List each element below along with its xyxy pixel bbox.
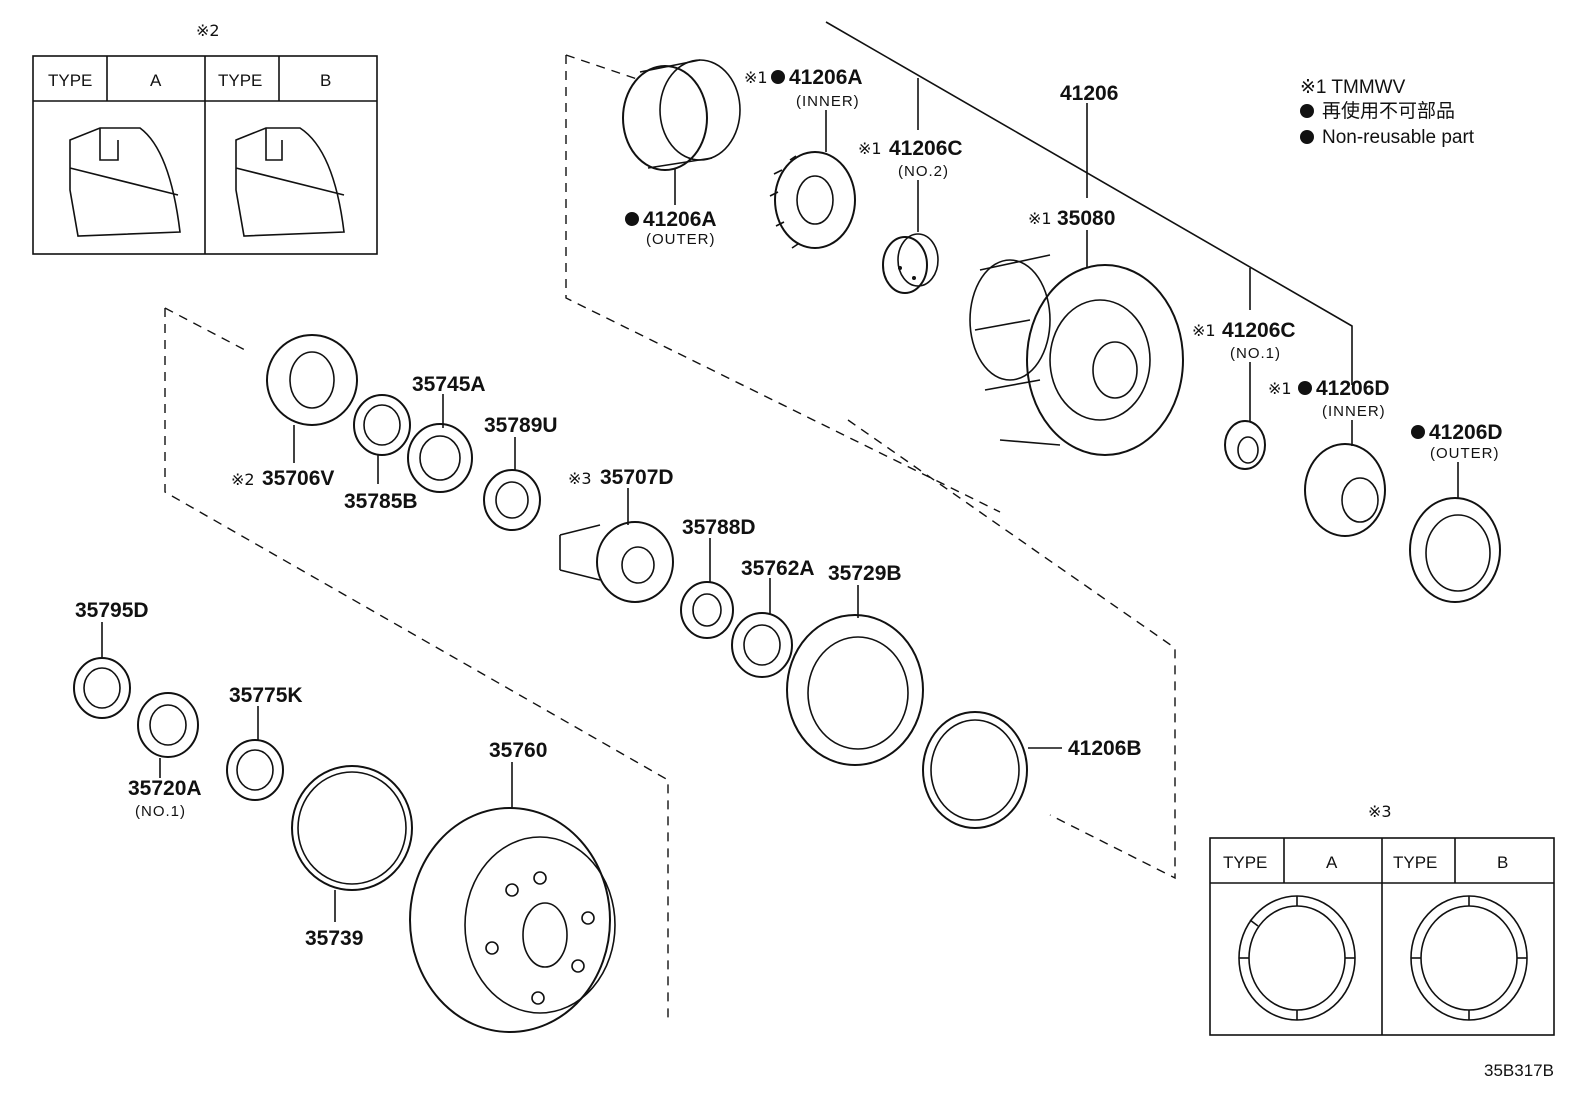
tooth-type-b-illustration (235, 127, 345, 237)
label-41206a-inner-sub: (INNER) (796, 93, 860, 110)
label-41206c-no2-prefix: ※1 (858, 139, 882, 158)
tooth-type-a-illustration (69, 127, 181, 237)
label-35707d-prefix: ※3 (568, 469, 592, 488)
label-41206a-inner-prefix: ※1 (744, 68, 768, 87)
label-35785b: 35785B (344, 490, 418, 513)
gear-35706v (266, 334, 358, 426)
label-35795d: 35795D (75, 599, 149, 622)
label-41206a-outer: 41206A (643, 208, 717, 231)
part-labels: 41206A (OUTER) ※1 41206A (INNER) ※1 4120… (75, 66, 1503, 950)
label-35720a-sub: (NO.1) (135, 803, 186, 820)
assembly-outlines (164, 21, 1353, 1020)
label-41206d-inner-prefix: ※1 (1268, 379, 1292, 398)
table2-type-a-header: TYPE (48, 71, 92, 90)
label-41206d-inner-sub: (INNER) (1322, 403, 1386, 420)
label-35706v: 35706V (262, 467, 334, 490)
label-35775k: 35775K (229, 684, 303, 707)
bearing-outer-race-41206d (1409, 497, 1501, 603)
table2-type-b-header: TYPE (218, 71, 262, 90)
leader-lines (101, 103, 1459, 922)
legend-note-1: ※1 TMMWV (1300, 77, 1406, 98)
washer-35789u (483, 469, 541, 531)
legend-nonreusable-en: Non-reusable part (1322, 127, 1475, 148)
needle-bearing-35762a (731, 612, 793, 678)
bearing-inner-cone-41206a (769, 151, 856, 249)
needle-bearing-35745a (407, 423, 473, 493)
type-table-2: ※2 TYPE A TYPE B (32, 21, 378, 255)
table3-type-b-value: B (1497, 853, 1508, 872)
label-41206a-outer-sub: (OUTER) (646, 231, 716, 248)
label-35080: 35080 (1057, 207, 1115, 230)
label-35788d: 35788D (682, 516, 756, 539)
label-41206c-no1-sub: (NO.1) (1230, 345, 1281, 362)
needle-bearing-35720a (137, 692, 199, 758)
spacer-41206c-no2 (882, 233, 939, 294)
table2-mark: ※2 (196, 21, 220, 40)
label-35720a: 35720A (128, 777, 202, 800)
gear-shaft-35707d (559, 521, 674, 603)
label-35729b: 35729B (828, 562, 902, 585)
table3-mark: ※3 (1368, 802, 1392, 821)
table2-type-b-value: B (320, 71, 331, 90)
legend: ※1 TMMWV 再使用不可部品 Non-reusable part (1300, 77, 1475, 148)
ring-gear-35729b (786, 614, 924, 766)
figure-code: 35B317B (1484, 1061, 1554, 1080)
label-41206d-outer-sub: (OUTER) (1430, 445, 1500, 462)
label-35706v-prefix: ※2 (231, 470, 255, 489)
label-35080-prefix: ※1 (1028, 209, 1052, 228)
label-35745a: 35745A (412, 373, 486, 396)
ring-35739 (291, 765, 413, 891)
label-41206c-no1: 41206C (1222, 319, 1296, 342)
snap-ring-41206b (922, 711, 1028, 829)
label-35789u: 35789U (484, 414, 558, 437)
label-35760: 35760 (489, 739, 547, 762)
label-41206d-outer: 41206D (1429, 421, 1503, 444)
label-41206d-inner: 41206D (1316, 377, 1390, 400)
legend-nonreusable-ja: 再使用不可部品 (1322, 100, 1455, 122)
label-35739: 35739 (305, 927, 363, 950)
table3-type-a-value: A (1326, 853, 1338, 872)
type-table-3: ※3 TYPE A TYPE B (1209, 802, 1555, 1036)
label-41206: 41206 (1060, 82, 1118, 105)
label-35707d: 35707D (600, 466, 674, 489)
spacer-41206c-no1 (1224, 420, 1266, 470)
label-41206c-no2: 41206C (889, 137, 963, 160)
washer-35795d (73, 657, 131, 719)
label-41206a-inner: 41206A (789, 66, 863, 89)
ring-type-b-illustration (1410, 895, 1528, 1021)
gear-35080 (969, 254, 1184, 456)
label-41206b: 41206B (1068, 737, 1142, 760)
washer-35788d (680, 581, 734, 639)
label-41206c-no1-prefix: ※1 (1192, 321, 1216, 340)
planetary-drum-35760 (409, 807, 616, 1033)
table2-type-a-value: A (150, 71, 162, 90)
table3-type-a-header: TYPE (1223, 853, 1267, 872)
washer-35785b (353, 394, 411, 456)
bearing-inner-cone-41206d (1304, 443, 1386, 537)
bearing-outer-race-41206a (622, 59, 741, 171)
table3-type-b-header: TYPE (1393, 853, 1437, 872)
label-41206c-no2-sub: (NO.2) (898, 163, 949, 180)
ring-type-a-illustration (1238, 895, 1356, 1021)
label-35762a: 35762A (741, 557, 815, 580)
washer-35775k (226, 739, 284, 801)
